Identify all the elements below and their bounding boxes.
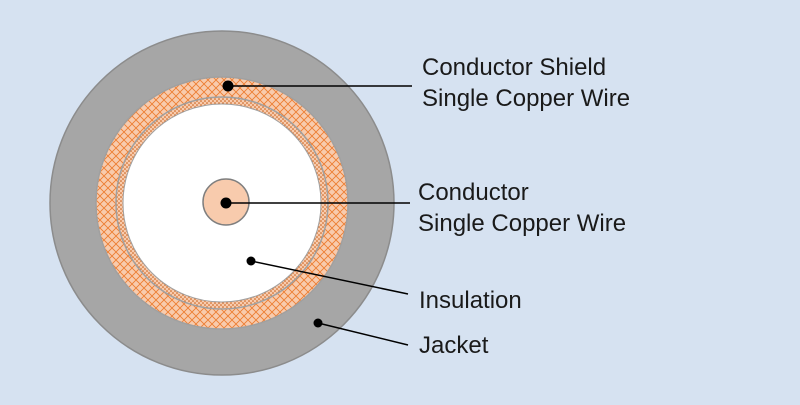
leader-shield xyxy=(222,80,412,92)
label-conductor-line2: Single Copper Wire xyxy=(418,210,626,237)
label-conductor-line1: Conductor xyxy=(418,179,529,206)
leader-insulation xyxy=(246,256,409,295)
label-jacket: Jacket xyxy=(419,332,489,359)
leader-jacket xyxy=(313,318,409,346)
leader-conductor xyxy=(220,197,410,209)
label-shield-line1: Conductor Shield xyxy=(422,54,606,81)
label-shield-line2: Single Copper Wire xyxy=(422,85,630,112)
label-insulation: Insulation xyxy=(419,287,522,314)
